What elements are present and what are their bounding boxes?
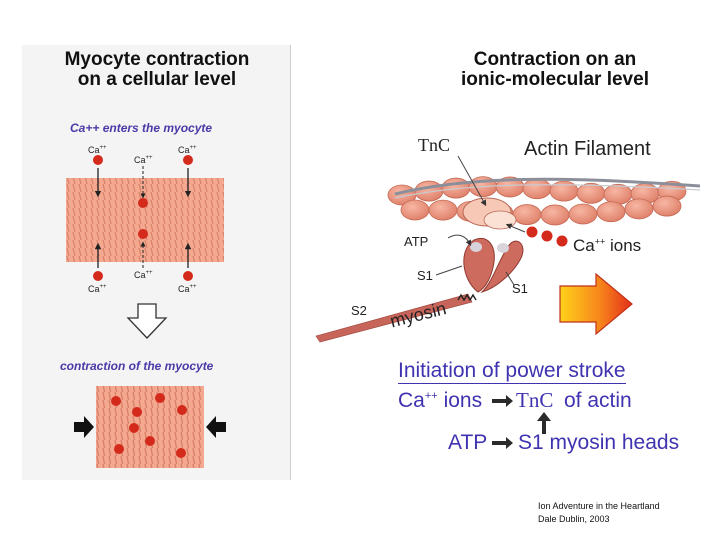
ca-ion [93, 271, 103, 281]
cellular-title-line1: Myocyte contraction [64, 49, 250, 70]
s1-pointer-left [435, 265, 463, 276]
ca-ion [183, 271, 193, 281]
actin-monomer [428, 199, 458, 221]
cellular-level-title: Myocyte contraction on a cellular level [26, 50, 288, 90]
ca-to-tnc-target: TnC [516, 388, 554, 412]
actin-monomer [652, 195, 682, 217]
ca-ion [114, 444, 124, 454]
ca-label-top-left: Ca++ [88, 145, 107, 155]
ca-ion [176, 448, 186, 458]
s1-pointer-right [505, 271, 515, 286]
power-stroke-heading-text: Initiation of power stroke [398, 359, 626, 382]
calcium-ion [541, 230, 553, 242]
actin-monomer [400, 199, 430, 221]
atp-label: ATP [404, 234, 429, 249]
atp-binding-site [470, 242, 482, 252]
calcium-ion [556, 235, 568, 247]
actin-monomer [596, 201, 626, 223]
actin-filament [387, 176, 687, 226]
ca-ion [111, 396, 121, 406]
atp-to-s1-source: ATP [448, 431, 488, 454]
ca-to-tnc-suffix: of actin [564, 389, 632, 412]
power-stroke-heading: Initiation of power stroke [398, 359, 626, 384]
ca-ion [155, 393, 165, 403]
image-credit: Ion Adventure in the Heartland Dale Dubl… [538, 500, 660, 526]
ca-label-bottom-right: Ca++ [178, 284, 197, 294]
s1-left-label: S1 [417, 268, 433, 283]
ca-label-bottom-middle: Ca++ [134, 270, 153, 280]
actin-monomer [603, 183, 633, 205]
myocyte-relaxed [66, 178, 224, 262]
actin-filament-label: Actin Filament [524, 138, 651, 160]
credit-line1: Ion Adventure in the Heartland [538, 501, 660, 511]
ca-enters-caption: Ca++ enters the myocyte [70, 121, 212, 135]
contraction-caption-text: contraction of the myocyte [60, 359, 214, 373]
atp-to-s1-target: S1 myosin heads [518, 431, 680, 454]
calcium-ion [526, 226, 538, 238]
ca-ion [183, 155, 193, 165]
hollow-down-arrow [126, 303, 168, 339]
contraction-arrow-left [74, 416, 94, 438]
cellular-diagram [66, 155, 226, 468]
ca-ion [132, 407, 142, 417]
molecular-level-title: Contraction on an ionic-molecular level [430, 50, 680, 90]
ca-ion [129, 423, 139, 433]
s1-right-label: S1 [512, 281, 528, 296]
molecular-diagram [315, 155, 701, 343]
myosin-head-s1-right [480, 240, 524, 294]
ca-enters-text: Ca++ enters the myocyte [70, 121, 213, 135]
ca-to-tnc-arrow-icon [492, 393, 514, 414]
ca-ion [138, 198, 148, 208]
ca-ion [177, 405, 187, 415]
ca-to-tnc-line: Ca++ ions [398, 389, 483, 412]
actin-monomer [568, 203, 598, 225]
ca-binding-arrow [505, 223, 526, 233]
atp-binding-site [497, 243, 509, 253]
myosin-tail [315, 293, 473, 343]
tnc-pointer [457, 155, 487, 207]
molecular-title-line1: Contraction on an [473, 49, 637, 70]
credit-line2: Dale Dublin, 2003 [538, 514, 610, 524]
tnc-label: TnC [418, 135, 451, 155]
molecular-title-line2: ionic-molecular level [461, 68, 649, 90]
atp-to-s1-arrow-icon [492, 435, 514, 456]
panel-divider [290, 45, 291, 480]
actin-monomer [540, 204, 570, 226]
ca-ion [93, 155, 103, 165]
contraction-arrow-right [206, 416, 226, 438]
cellular-title-line2: on a cellular level [77, 68, 237, 90]
s2-label: S2 [351, 303, 367, 318]
actin-monomer [512, 204, 542, 225]
ca-ion [138, 229, 148, 239]
tropomyosin-strand [394, 184, 701, 199]
actin-monomer [624, 198, 654, 220]
ca-label-top-middle: Ca++ [134, 155, 153, 165]
up-arrow-icon [536, 412, 552, 439]
tropomyosin-strand [394, 177, 701, 196]
ca-ions-label: Ca++ ions [573, 236, 642, 255]
actin-monomer [522, 178, 552, 200]
myosin-head-s1-left [463, 238, 495, 293]
myosin-s2-hinge [457, 293, 477, 302]
actin-monomer [576, 182, 606, 204]
ca-label-bottom-left: Ca++ [88, 284, 107, 294]
ca-ion [145, 436, 155, 446]
contraction-caption: contraction of the myocyte [60, 359, 213, 373]
atp-pointer [447, 234, 472, 247]
actin-monomer [549, 180, 579, 202]
ca-label-top-right: Ca++ [178, 145, 197, 155]
power-stroke-arrow [559, 272, 633, 336]
